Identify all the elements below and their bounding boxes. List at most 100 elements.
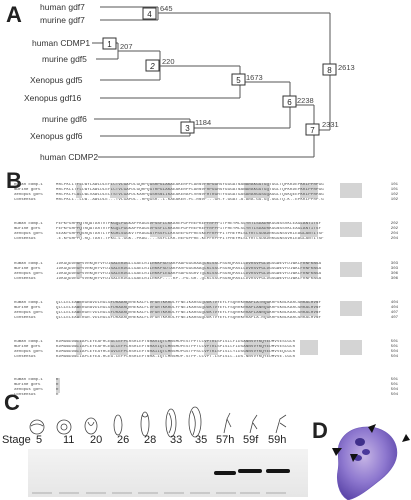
sequence-name: Consensus <box>14 355 36 359</box>
conservation-shading <box>76 340 82 355</box>
embryo-drawing <box>223 412 232 434</box>
alignment-row: Consensus.E.KPGHPPQ.RQ.TART.TPKG.L.GGK..… <box>14 237 398 242</box>
stage-label: 26 <box>117 434 130 446</box>
conservation-shading <box>76 262 82 277</box>
sequence-residues: QLCLELEAWERGRTVDLRGLGFDRAARQVHEKALFLVFGR… <box>56 311 322 315</box>
sequence-name: human cdmp-1 <box>14 301 43 305</box>
conservation-shading <box>340 301 362 316</box>
alignment-row: Consensus QLCLELEAWERGR.VDLRGLGFDRAARQVHE… <box>14 316 398 321</box>
embryo-drawing <box>113 414 123 436</box>
blot-faint-band <box>112 492 132 494</box>
sequence-name: Consensus <box>14 316 36 320</box>
embryo-drawing <box>165 408 177 438</box>
in-situ-embryo-image <box>332 424 410 500</box>
residue-count: 501 <box>390 340 398 344</box>
node-box <box>282 95 297 108</box>
conservation-shading <box>300 262 318 277</box>
blot-faint-band <box>59 492 79 494</box>
taxon-label: human gdf7 <box>40 2 85 12</box>
taxon-label: Xenopus gdf5 <box>30 75 83 85</box>
node-number: 3 <box>185 124 190 133</box>
alignment-row: Xenopus gdf5 SEAKPGHPPQSRQSTARTLTPKGHLSGG… <box>14 232 398 237</box>
sequence-residues: KDMGWDDWIIAPLEYEAFHCEGLCEFPLRSHLEPTNHAVI… <box>56 340 296 344</box>
node-number: 7 <box>310 126 315 135</box>
sequence-residues: QLCLELEAWERGR.VDLRGLGFDRAARQVHEKALFLVFGR… <box>56 316 322 320</box>
embryo-drawing <box>275 414 287 434</box>
stage-label: 28 <box>144 434 157 446</box>
conservation-shading <box>56 378 60 393</box>
conservation-shading <box>150 222 172 237</box>
node-number: 2 <box>149 62 155 71</box>
sequence-name: Xenopus gdf5 <box>14 232 43 236</box>
blot-faint-band <box>266 492 286 494</box>
residue-count: 404 <box>390 306 398 310</box>
branch-value: 2331 <box>322 120 339 129</box>
sequence-residues: KDMGWDDWIIAPLEYEAFHCEGLCEFPLRSHLEPTNHAVI… <box>56 345 296 349</box>
conservation-shading <box>76 222 82 237</box>
branch-value: 207 <box>120 42 133 51</box>
taxon-label: human CDMP2 <box>40 152 98 162</box>
sequence-name: Xenopus gdf5 <box>14 272 43 276</box>
conservation-shading <box>300 340 318 355</box>
blot-band <box>266 469 290 473</box>
taxon-label: murine gdf5 <box>42 54 87 64</box>
sequence-residues: MRLPKLLTFLLWYLAWLDLEFICTVLGAPDLGQRPQGSRP… <box>56 183 324 187</box>
conservation-shading <box>110 222 128 237</box>
blot-faint-band <box>190 492 210 494</box>
blot-faint-band <box>240 492 260 494</box>
stage-label: 5 <box>36 434 43 446</box>
taxon-label: murine gdf7 <box>40 15 85 25</box>
alignment-row: murine gdf5 PEPKPGHPPQTRQATARTVTPKGQLPGGK… <box>14 227 398 232</box>
residue-count: 306 <box>390 277 398 281</box>
sequence-residues: .E.KPGHPPQ.RQ.TART.TPKG.L.GGK..PKAG....S… <box>56 237 324 241</box>
conservation-shading <box>110 301 128 316</box>
taxon-label: Xenopus gdf16 <box>24 93 81 103</box>
node-box <box>145 59 160 72</box>
node-box <box>322 63 337 76</box>
residue-count: 501 <box>390 383 398 387</box>
conservation-shading <box>244 222 270 237</box>
arrowhead-markers <box>332 424 410 462</box>
conservation-shading <box>150 262 172 277</box>
residue-count: 102 <box>390 193 398 197</box>
residue-count: 407 <box>390 311 398 315</box>
blot-band <box>214 471 236 475</box>
node-box <box>305 123 320 136</box>
residue-count: 504 <box>390 388 398 392</box>
conservation-shading <box>204 340 218 355</box>
stage-label: 33 <box>170 434 183 446</box>
conservation-shading <box>340 183 362 198</box>
panel-label-d: D <box>312 418 328 443</box>
blot-faint-band <box>138 492 158 494</box>
sequence-residues: IDKGQDDRGPVVRKQRYVFDISALEKDGLLGAELRILRKK… <box>56 267 322 271</box>
sequence-name: murine gdf5 <box>14 306 41 310</box>
taxon-label: murine gdf6 <box>42 114 87 124</box>
sequence-name: human cdmp-1 <box>14 340 43 344</box>
node-number: 1 <box>107 40 112 49</box>
residue-count: 303 <box>390 262 398 266</box>
conservation-shading <box>204 262 218 277</box>
embryo-stage-drawings <box>29 406 287 438</box>
sequence-residues: KDMGWDDWIIAPLEYEAYHCEGVCEFPLRSHLEPTNHAII… <box>56 350 296 354</box>
sequence-name: Consensus <box>14 198 36 202</box>
sequence-residues: R <box>56 383 59 387</box>
sequence-name: Xenopus gdf5 <box>14 193 43 197</box>
sequence-name: murine gdf5 <box>14 227 41 231</box>
blot-faint-band <box>86 492 106 494</box>
residue-count: 101 <box>390 188 398 192</box>
node-box <box>231 73 246 86</box>
sequence-residues: SEAKPGHPPQSRQSTARTLTPKGHLSGGKVTPKAGGATPS… <box>56 232 324 236</box>
conservation-shading <box>204 183 218 198</box>
embryo-drawing <box>84 417 98 435</box>
embryo-drawing <box>29 419 45 435</box>
sequence-residues: PEPKPGHPPQTRQATARTVTPKGQLPGGKAPPKAGSVPSS… <box>56 227 322 231</box>
